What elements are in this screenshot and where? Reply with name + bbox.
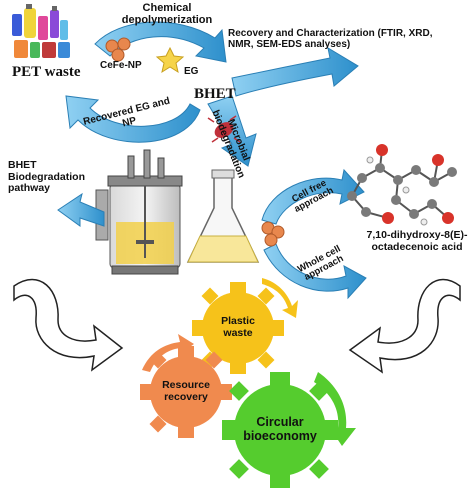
pet-waste-label: PET waste [12, 64, 81, 80]
resource-recovery-label: Resource recovery [162, 379, 210, 403]
cefe-np-icon [105, 37, 131, 62]
molecule-atoms [347, 144, 457, 226]
microbe-icon [207, 115, 241, 143]
bhet-label: BHET [194, 86, 236, 102]
eg-label: EG [184, 66, 199, 77]
product-label: 7,10-dihydroxy-8(E)-octadecenoic acid [366, 229, 468, 253]
enzyme-icon [261, 221, 285, 247]
recovery-arrow [231, 46, 359, 97]
left-outline-arrow [13, 278, 124, 372]
cefe-np-label: CeFe-NP [100, 60, 142, 71]
bhet-pathway-label: BHET Biodegradation pathway [8, 159, 86, 195]
plastic-waste-gear [192, 278, 298, 374]
resource-recovery-gear [140, 334, 232, 438]
pathway-arrow [57, 192, 105, 227]
right-outline-arrow [348, 278, 461, 374]
recovery-characterization-label: Recovery and Characterization (FTIR, XRD… [228, 28, 433, 50]
bioreactor-icon [95, 149, 183, 275]
circular-bioeconomy-label: Circular bioeconomy [243, 415, 317, 443]
chemical-depolymerization-label: Chemical depolymerization [121, 2, 213, 27]
eg-icon [155, 46, 185, 74]
cell-free-arrow [261, 168, 365, 225]
recovered-arrow [65, 95, 201, 143]
circular-bioeconomy-gear [222, 372, 356, 488]
flask-icon [186, 169, 260, 263]
plastic-waste-label: Plastic waste [221, 315, 255, 339]
whole-cell-arrow [263, 243, 367, 300]
depolymerization-arrow [94, 21, 227, 63]
pet-waste-icon [12, 4, 70, 58]
